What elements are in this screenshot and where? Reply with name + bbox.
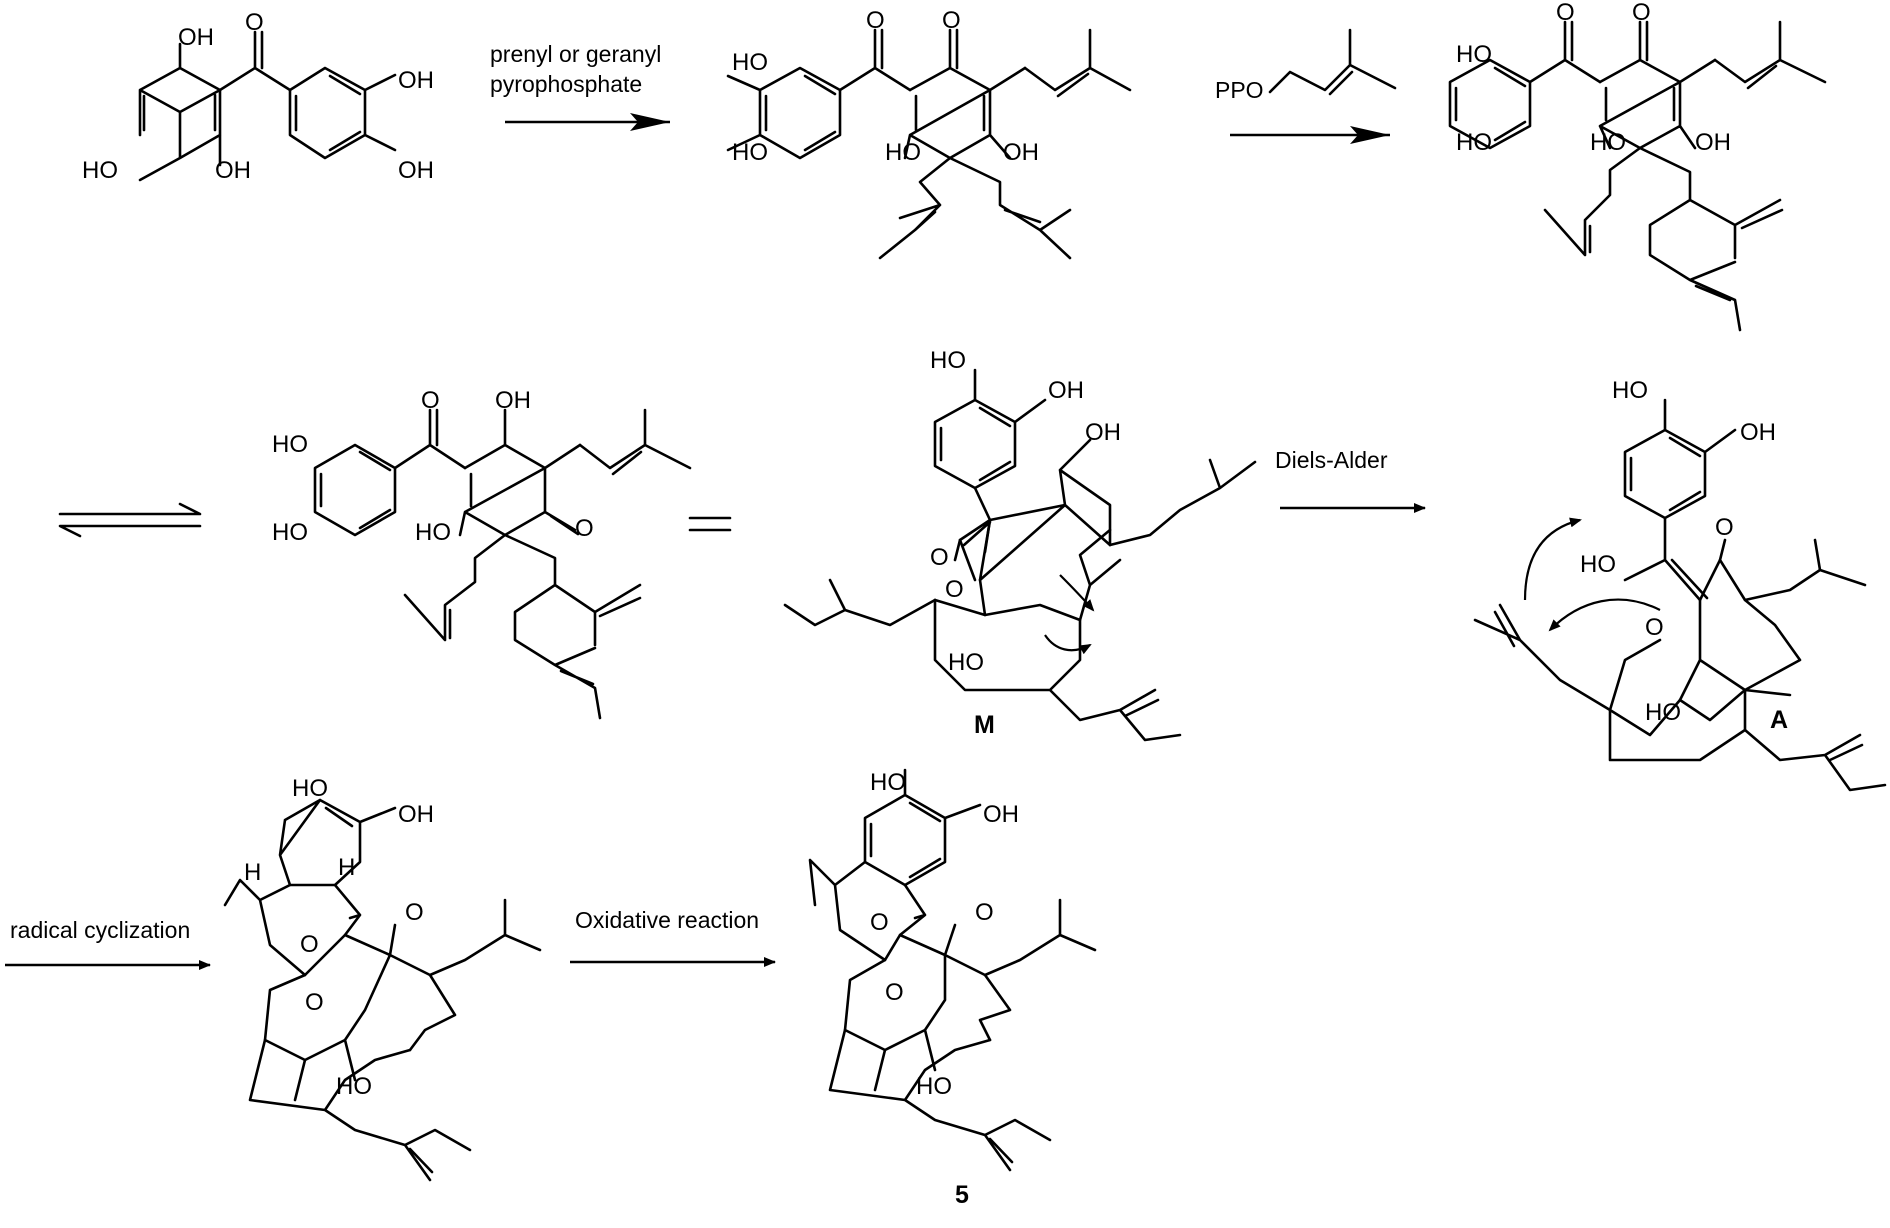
atom-ho: HO	[948, 649, 984, 676]
atom-ho: HO	[292, 775, 328, 802]
atom-oh: OH	[1085, 419, 1121, 446]
atom-o: O	[245, 9, 264, 36]
atom-o: O	[885, 979, 904, 1006]
compound-5: HO OH O O O HO 5	[808, 768, 1097, 1209]
atom-o: O	[975, 899, 994, 926]
atom-o: O	[405, 899, 424, 926]
conditions-step-1-line1: prenyl or geranyl	[490, 41, 661, 67]
atom-ho: HO	[82, 157, 118, 184]
atom-o: O	[305, 989, 324, 1016]
atom-ho: HO	[1645, 699, 1681, 726]
atom-ho: HO	[272, 519, 308, 546]
atom-o: O	[1715, 514, 1734, 541]
atom-o: O	[1556, 0, 1575, 26]
conditions-step-1-line2: pyrophosphate	[490, 71, 642, 97]
compound-label-M: M	[974, 711, 995, 739]
compound-M: HO OH OH O O HO M	[783, 347, 1257, 742]
atom-o: O	[300, 931, 319, 958]
atom-ho: HO	[885, 139, 921, 166]
atom-o: O	[870, 909, 889, 936]
atom-o: O	[1632, 0, 1651, 26]
atom-ho: HO	[1580, 551, 1616, 578]
equivalence-sign	[688, 516, 732, 532]
conditions-oxidative-reaction: Oxidative reaction	[575, 907, 759, 933]
atom-oh: OH	[1048, 377, 1084, 404]
prenyl-chain	[1268, 28, 1397, 96]
atom-oh: OH	[1003, 139, 1039, 166]
atom-h: H	[338, 854, 355, 881]
atom-ho: HO	[1456, 129, 1492, 156]
atom-h: H	[244, 859, 261, 886]
atom-o: O	[942, 7, 961, 34]
atom-oh: OH	[1740, 419, 1776, 446]
atom-ho: HO	[272, 431, 308, 458]
equilibrium-arrows	[58, 502, 202, 538]
compound-label-5: 5	[955, 1181, 969, 1209]
atom-oh: OH	[215, 157, 251, 184]
atom-ho: HO	[336, 1073, 372, 1100]
atom-oh: OH	[178, 24, 214, 51]
atom-oh: OH	[398, 67, 434, 94]
compound-triprenyl-cyclohexadienone: HO HO O O HO OH	[726, 7, 1132, 260]
atom-ho: HO	[930, 347, 966, 374]
atom-ho: HO	[415, 519, 451, 546]
atom-ho: HO	[732, 49, 768, 76]
atom-o: O	[930, 544, 949, 571]
compound-label-A: A	[1770, 706, 1788, 734]
atom-ho: HO	[1612, 377, 1648, 404]
compound-radical-cyclization-product: HO OH H H O O O HO	[223, 775, 542, 1182]
compound-A: HO OH HO O O HO A	[1473, 377, 1887, 792]
compound-tetraprenyl-intermediate: HO HO O O HO OH	[1448, 0, 1827, 332]
atom-o: O	[575, 515, 594, 542]
atom-ho: HO	[1456, 41, 1492, 68]
compound-tautomer: HO HO O OH O HO	[272, 387, 692, 720]
conditions-radical-cyclization: radical cyclization	[10, 917, 190, 943]
atom-o: O	[945, 576, 964, 603]
conditions-step-2: PPO	[1215, 77, 1264, 103]
atom-oh: OH	[1695, 129, 1731, 156]
compound-benzophenone: OH O OH OH HO OH	[82, 9, 434, 184]
atom-ho: HO	[732, 139, 768, 166]
atom-oh: OH	[398, 801, 434, 828]
atom-o: O	[1645, 614, 1664, 641]
atom-ho: HO	[1590, 129, 1626, 156]
atom-ho: HO	[870, 769, 906, 796]
atom-oh: OH	[495, 387, 531, 414]
atom-o: O	[866, 7, 885, 34]
atom-ho: HO	[916, 1073, 952, 1100]
conditions-diels-alder: Diels-Alder	[1275, 447, 1388, 473]
atom-o: O	[421, 387, 440, 414]
atom-oh: OH	[398, 157, 434, 184]
atom-oh: OH	[983, 801, 1019, 828]
